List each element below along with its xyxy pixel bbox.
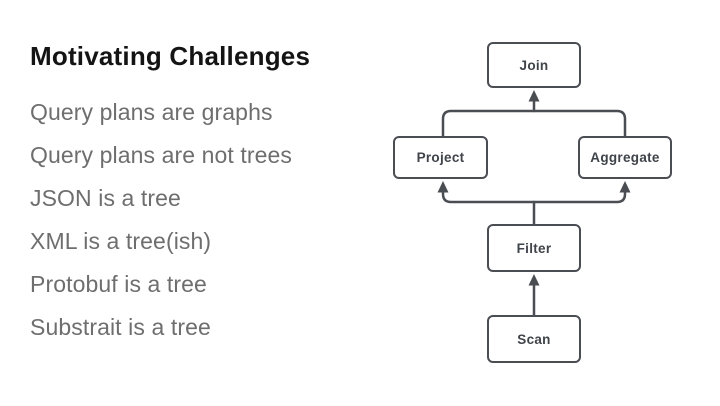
edge-project-aggregate-to-join-bracket	[441, 109, 627, 138]
edge-filter-to-project-aggregate-bracket	[441, 190, 627, 204]
node-filter: Filter	[487, 224, 581, 272]
arrowhead-into-filter	[528, 274, 540, 286]
bullet-substrait-tree: Substrait is a tree	[30, 314, 211, 340]
node-join: Join	[487, 42, 581, 88]
bullet-protobuf-tree: Protobuf is a tree	[30, 271, 207, 297]
node-project: Project	[393, 136, 488, 179]
slide-title: Motivating Challenges	[30, 41, 311, 71]
arrowhead-into-aggregate	[619, 181, 631, 193]
arrowhead-into-project	[437, 181, 449, 193]
node-aggregate-label: Aggregate	[590, 150, 660, 165]
bullet-json-tree: JSON is a tree	[30, 185, 181, 211]
arrowhead-into-join	[528, 90, 540, 102]
bullet-list: Query plans are graphs Query plans are n…	[30, 91, 292, 349]
bullet-xml-tree: XML is a tree(ish)	[30, 228, 212, 254]
node-join-label: Join	[519, 57, 549, 73]
node-scan: Scan	[487, 315, 581, 363]
node-aggregate: Aggregate	[578, 136, 672, 179]
node-scan-label: Scan	[517, 331, 551, 347]
bullet-query-plans-not-trees: Query plans are not trees	[30, 142, 293, 168]
node-project-label: Project	[416, 150, 465, 165]
bullet-query-plans-graphs: Query plans are graphs	[30, 99, 273, 125]
node-filter-label: Filter	[516, 240, 552, 256]
